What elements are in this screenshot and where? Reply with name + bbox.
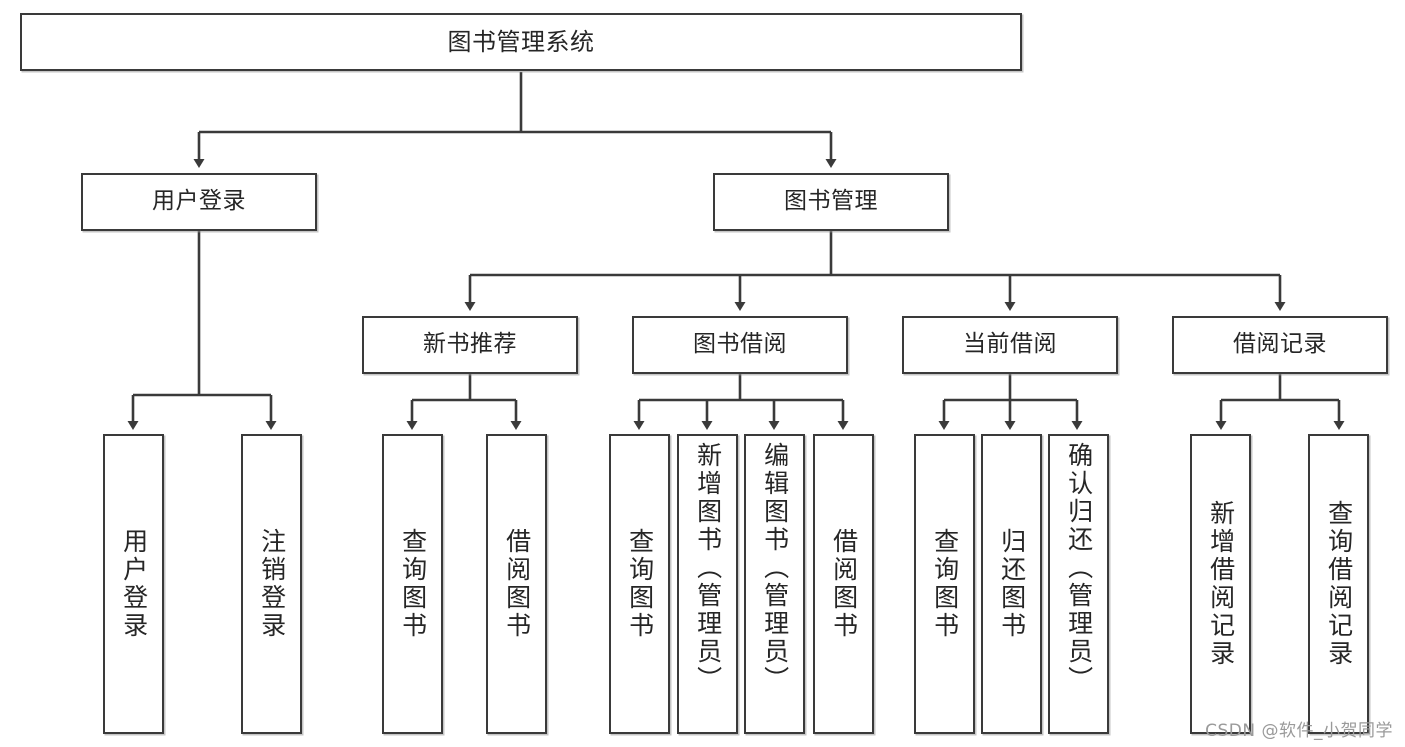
leaf-edit-book[interactable]: 编辑图书（管理员） [744,434,805,734]
leaf-query-book-current[interactable]: 查询图书 [914,434,975,734]
node-book-management-system[interactable]: 图书管理系统 [20,13,1022,71]
leaf-add-borrow-record[interactable]: 新增借阅记录 [1190,434,1251,734]
leaf-return-book[interactable]: 归还图书 [981,434,1042,734]
leaf-user-login[interactable]: 用户登录 [103,434,164,734]
node-label: 新增图书（管理员） [693,442,723,694]
node-label: 图书管理系统 [447,27,595,56]
node-label: 新书推荐 [423,331,517,358]
leaf-query-book-borrow[interactable]: 查询图书 [609,434,670,734]
node-label: 用户登录 [119,528,149,640]
node-label: 当前借阅 [963,331,1057,358]
node-label: 查询图书 [930,528,960,640]
node-label: 查询借阅记录 [1324,500,1354,668]
leaf-user-logout[interactable]: 注销登录 [241,434,302,734]
node-label: 查询图书 [625,528,655,640]
node-borrow-record[interactable]: 借阅记录 [1172,316,1388,374]
node-label: 注销登录 [257,528,287,640]
node-label: 新增借阅记录 [1206,500,1236,668]
node-book-borrow[interactable]: 图书借阅 [632,316,848,374]
node-user-login[interactable]: 用户登录 [81,173,317,231]
node-label: 查询图书 [398,528,428,640]
leaf-query-borrow-record[interactable]: 查询借阅记录 [1308,434,1369,734]
node-label: 归还图书 [997,528,1027,640]
node-book-manage[interactable]: 图书管理 [713,173,949,231]
node-label: 借阅记录 [1233,331,1327,358]
node-label: 用户登录 [152,188,246,215]
node-label: 借阅图书 [829,528,859,640]
leaf-borrow-book-recommend[interactable]: 借阅图书 [486,434,547,734]
leaf-query-book-recommend[interactable]: 查询图书 [382,434,443,734]
node-label: 图书管理 [784,188,878,215]
leaf-confirm-return[interactable]: 确认归还（管理员） [1048,434,1109,734]
node-label: 确认归还（管理员） [1064,442,1094,694]
leaf-borrow-book-borrow[interactable]: 借阅图书 [813,434,874,734]
node-label: 借阅图书 [502,528,532,640]
node-label: 图书借阅 [693,331,787,358]
node-current-borrow[interactable]: 当前借阅 [902,316,1118,374]
node-label: 编辑图书（管理员） [760,442,790,694]
node-new-book-recommend[interactable]: 新书推荐 [362,316,578,374]
leaf-add-book[interactable]: 新增图书（管理员） [677,434,738,734]
